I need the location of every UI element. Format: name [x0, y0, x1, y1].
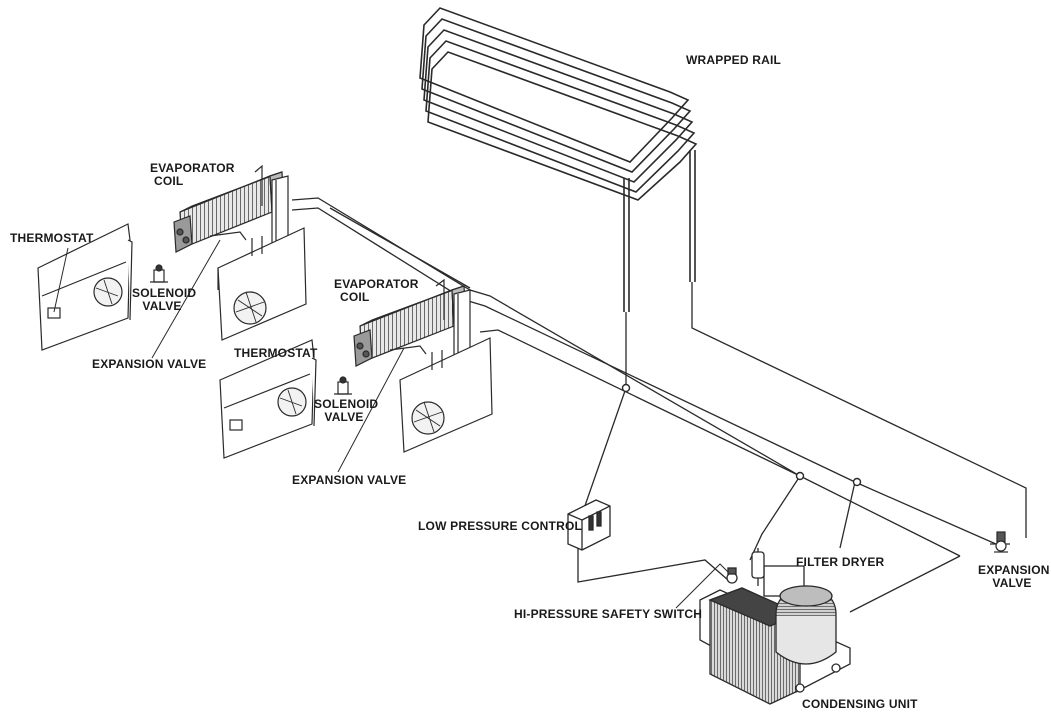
label-evaporator-coil-2-line1: EVAPORATOR — [334, 277, 419, 291]
label-expansion-valve-2: EXPANSION VALVE — [292, 473, 407, 487]
expansion-valve-3 — [990, 531, 1010, 553]
label-evaporator-coil-1-line2: COIL — [154, 174, 184, 188]
label-expansion-valve-3: EXPANSION VALVE — [978, 563, 1050, 590]
label-evaporator-coil-2: EVAPORATOR COIL — [334, 277, 419, 304]
label-solenoid-valve-2: SOLENOID VALVE — [314, 397, 379, 424]
label-low-pressure-control: LOW PRESSURE CONTROL — [418, 519, 583, 533]
label-solenoid-valve-2-line1: SOLENOID — [314, 397, 379, 411]
refrigerant-lines — [291, 197, 1027, 613]
label-evaporator-coil-1: EVAPORATOR COIL — [150, 161, 235, 188]
condensing-unit — [699, 548, 851, 705]
evaporator-coil-2 — [353, 278, 493, 453]
label-filter-dryer: FILTER DRYER — [796, 555, 885, 569]
label-solenoid-valve-2-line2: VALVE — [324, 410, 364, 424]
label-evaporator-coil-2-line2: COIL — [340, 290, 370, 304]
low-pressure-control-box — [567, 499, 611, 551]
label-evaporator-coil-1-line1: EVAPORATOR — [150, 161, 235, 175]
label-solenoid-valve-1-line1: SOLENOID — [132, 286, 197, 300]
label-expansion-valve-3-line2: VALVE — [992, 576, 1032, 590]
display-case-2 — [219, 339, 317, 459]
label-condensing-unit: CONDENSING UNIT — [802, 697, 918, 711]
label-thermostat-1: THERMOSTAT — [10, 231, 94, 245]
label-solenoid-valve-1: SOLENOID VALVE — [132, 286, 197, 313]
label-wrapped-rail: WRAPPED RAIL — [686, 53, 782, 67]
label-expansion-valve-3-line1: EXPANSION — [978, 563, 1050, 577]
evaporator-coil-1 — [173, 164, 307, 341]
label-thermostat-2: THERMOSTAT — [234, 346, 318, 360]
label-expansion-valve-1: EXPANSION VALVE — [92, 357, 207, 371]
display-case-1 — [37, 223, 133, 351]
pipe-junctions — [621, 383, 862, 487]
solenoid-valve-1 — [150, 264, 168, 283]
solenoid-valve-2 — [334, 376, 352, 395]
label-solenoid-valve-1-line2: VALVE — [142, 299, 182, 313]
wrapped-rail — [419, 7, 698, 312]
label-hi-pressure-safety-switch: HI-PRESSURE SAFETY SWITCH — [514, 607, 703, 621]
